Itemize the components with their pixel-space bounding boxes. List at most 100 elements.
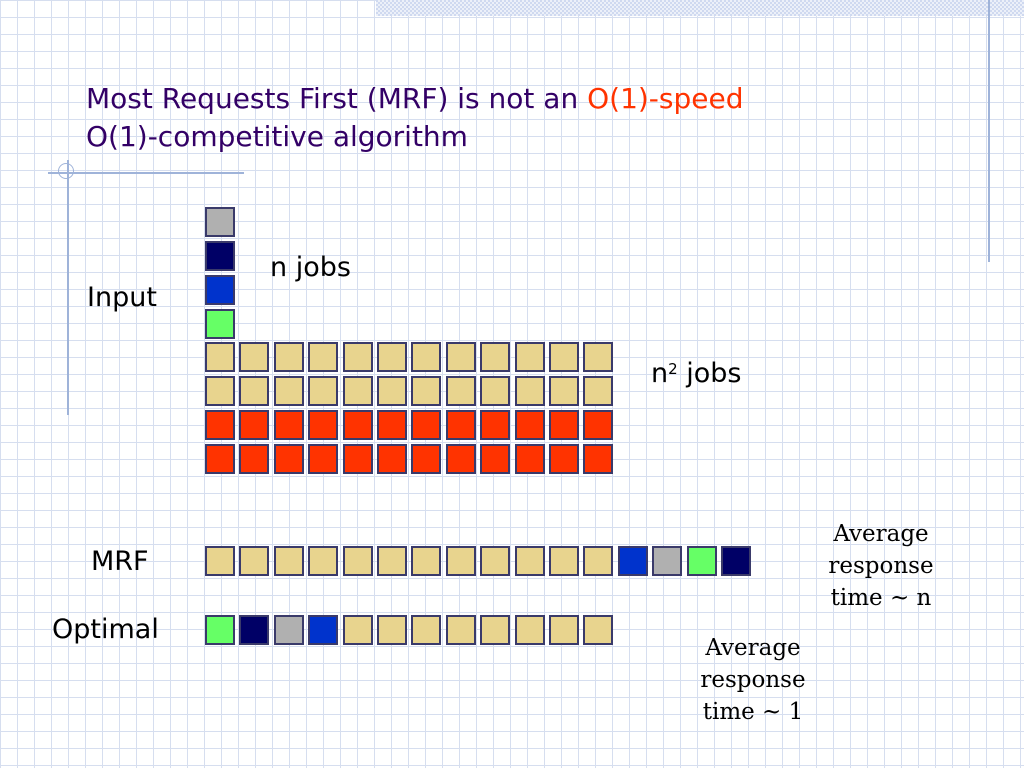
- input-tan-job-block: [273, 376, 304, 406]
- mrf-tan-job-block: [549, 546, 579, 576]
- optimal-tan-job-block: [377, 615, 407, 645]
- input-tan-job-block: [308, 342, 339, 372]
- input-tan-job-block: [583, 342, 614, 372]
- input-red-job-block: [583, 444, 614, 474]
- mrf-tan-job-block: [445, 546, 476, 576]
- optimal-average-response-note: Average response time ~ 1: [678, 632, 828, 728]
- mrf-green-job-block: [686, 546, 717, 576]
- input-label: Input: [87, 282, 157, 313]
- input-tan-job-block: [342, 342, 373, 372]
- decorative-horizontal-line: [48, 172, 244, 174]
- mrf-note-line: time ~ n: [830, 585, 932, 611]
- mrf-label: MRF: [91, 546, 149, 577]
- n-squared-superscript: 2: [668, 360, 678, 378]
- decorative-vertical-line: [67, 160, 69, 415]
- input-gray-job-block: [205, 207, 235, 237]
- input-red-job-block: [273, 444, 304, 474]
- mrf-blue-job-block: [617, 546, 648, 576]
- input-tan-job-block: [549, 342, 579, 372]
- mrf-note-line: response: [828, 553, 934, 579]
- input-tan-job-block: [411, 376, 442, 406]
- mrf-gray-job-block: [652, 546, 683, 576]
- n-squared-jobs-label: n2 jobs: [651, 358, 741, 389]
- mrf-note-line: Average: [833, 521, 929, 547]
- optimal-blue-job-block: [308, 615, 339, 645]
- input-navy-job-block: [205, 241, 235, 271]
- input-tan-job-block: [342, 376, 373, 406]
- optimal-gray-job-block: [273, 615, 304, 645]
- input-red-job-block: [377, 410, 407, 440]
- input-red-job-block: [273, 410, 304, 440]
- optimal-tan-job-block: [583, 615, 614, 645]
- input-red-job-block: [514, 444, 545, 474]
- input-tan-job-block: [377, 342, 407, 372]
- optimal-tan-job-block: [480, 615, 511, 645]
- mrf-tan-job-block: [514, 546, 545, 576]
- mrf-tan-job-block: [273, 546, 304, 576]
- input-red-job-block: [342, 444, 373, 474]
- input-red-job-block: [549, 444, 579, 474]
- input-red-job-block: [583, 410, 614, 440]
- input-tan-job-block: [239, 342, 270, 372]
- optimal-tan-job-block: [445, 615, 476, 645]
- optimal-tan-job-block: [514, 615, 545, 645]
- slide-title: Most Requests First (MRF) is not an O(1)…: [86, 80, 906, 156]
- input-blue-job-block: [205, 275, 235, 305]
- input-red-job-block: [445, 444, 476, 474]
- input-tan-job-block: [205, 342, 235, 372]
- input-tan-job-block: [480, 342, 511, 372]
- mrf-navy-job-block: [721, 546, 751, 576]
- optimal-note-line: time ~ 1: [702, 699, 804, 725]
- input-red-job-block: [377, 444, 407, 474]
- optimal-note-line: Average: [705, 635, 801, 661]
- mrf-tan-job-block: [480, 546, 511, 576]
- top-decorative-band: [376, 0, 1024, 16]
- mrf-tan-job-block: [583, 546, 614, 576]
- optimal-tan-job-block: [342, 615, 373, 645]
- input-red-job-block: [411, 410, 442, 440]
- title-text-part1: Most Requests First (MRF) is not an: [86, 82, 588, 115]
- optimal-tan-job-block: [411, 615, 442, 645]
- n-squared-base: n: [651, 358, 669, 389]
- n-squared-rest: jobs: [677, 358, 742, 389]
- title-text-red: O(1)-speed: [587, 82, 744, 115]
- optimal-note-line: response: [700, 667, 806, 693]
- input-tan-job-block: [411, 342, 442, 372]
- input-tan-job-block: [273, 342, 304, 372]
- input-tan-job-block: [445, 342, 476, 372]
- optimal-green-job-block: [205, 615, 235, 645]
- decorative-right-line: [988, 0, 990, 262]
- input-red-job-block: [308, 444, 339, 474]
- input-red-job-block: [342, 410, 373, 440]
- title-text-line2: O(1)-competitive algorithm: [86, 120, 468, 153]
- mrf-tan-job-block: [239, 546, 270, 576]
- input-tan-job-block: [514, 376, 545, 406]
- input-red-job-block: [445, 410, 476, 440]
- n-jobs-label: n jobs: [270, 252, 351, 283]
- input-green-job-block: [205, 309, 235, 339]
- input-red-job-block: [549, 410, 579, 440]
- input-tan-job-block: [445, 376, 476, 406]
- input-red-job-block: [411, 444, 442, 474]
- mrf-tan-job-block: [205, 546, 235, 576]
- input-tan-job-block: [308, 376, 339, 406]
- input-tan-job-block: [205, 376, 235, 406]
- input-tan-job-block: [377, 376, 407, 406]
- input-red-job-block: [239, 410, 270, 440]
- optimal-label: Optimal: [52, 614, 159, 645]
- input-red-job-block: [205, 444, 235, 474]
- input-tan-job-block: [583, 376, 614, 406]
- input-tan-job-block: [549, 376, 579, 406]
- input-red-job-block: [308, 410, 339, 440]
- mrf-tan-job-block: [377, 546, 407, 576]
- mrf-average-response-note: Average response time ~ n: [806, 518, 956, 614]
- input-tan-job-block: [239, 376, 270, 406]
- input-tan-job-block: [480, 376, 511, 406]
- optimal-tan-job-block: [549, 615, 579, 645]
- input-red-job-block: [480, 410, 511, 440]
- optimal-navy-job-block: [239, 615, 270, 645]
- input-red-job-block: [514, 410, 545, 440]
- decorative-circle: [58, 163, 74, 179]
- mrf-tan-job-block: [411, 546, 442, 576]
- input-tan-job-block: [514, 342, 545, 372]
